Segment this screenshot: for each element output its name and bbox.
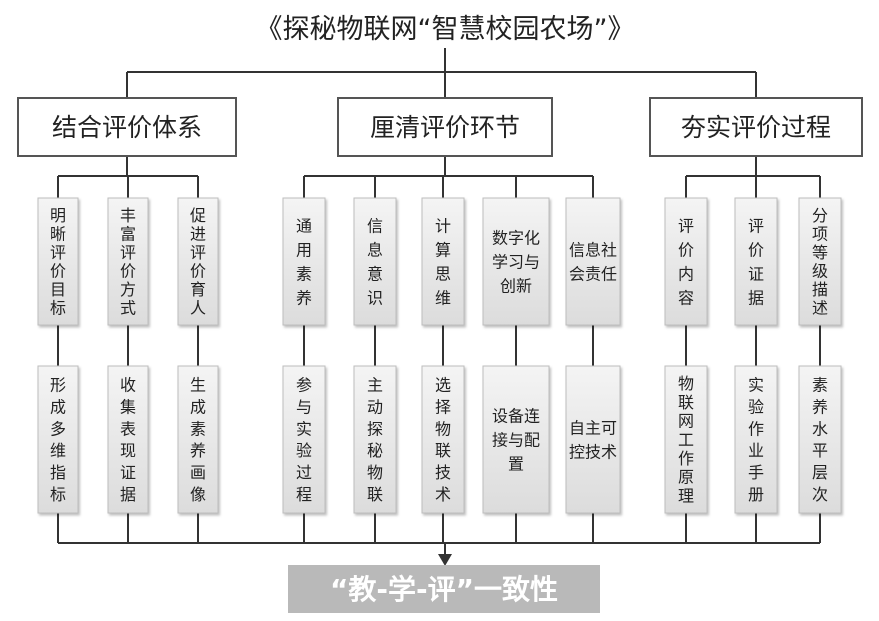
lower-item-label: 收集表现证据 [120, 376, 136, 504]
upper-item-label: 评价证据 [748, 216, 764, 307]
lower-item-label: 自主可控技术 [569, 418, 617, 461]
upper-item-label: 信息社会责任 [569, 240, 617, 283]
lower-item-box [664, 365, 708, 514]
group-header-label: 厘清评价环节 [370, 113, 520, 142]
upper-item-box [798, 197, 842, 326]
lower-item-label: 素养水平层次 [812, 376, 828, 504]
upper-item-box [565, 197, 621, 326]
lower-item-label: 实验作业手册 [748, 376, 764, 504]
connector-lines [57, 48, 821, 566]
lower-item-box [734, 365, 778, 514]
lower-item-box [282, 365, 326, 514]
upper-item-label: 促进评价育人 [190, 206, 206, 318]
footer-banner [288, 565, 600, 613]
lower-item-box [798, 365, 842, 514]
upper-item-label: 分项等级描述 [812, 206, 828, 318]
upper-item-label: 信息意识 [367, 216, 383, 307]
lower-item-box [353, 365, 397, 514]
diagram-title: 《探秘物联网“智慧校园农场”》 [256, 14, 635, 45]
lower-item-box [421, 365, 465, 514]
lower-item-label: 生成素养画像 [190, 376, 206, 504]
lower-item-box [107, 365, 149, 514]
lower-item-label: 形成多维指标 [50, 376, 66, 504]
upper-item-box [282, 197, 326, 326]
lower-item-label: 选择物联技术 [435, 376, 451, 504]
footer-label: “教-学-评”一致性 [330, 573, 558, 606]
upper-item-box [664, 197, 708, 326]
lower-item-label: 设备连接与配置 [492, 406, 540, 473]
upper-item-box [177, 197, 219, 326]
upper-item-label: 通用素养 [296, 216, 312, 307]
lower-item-box [565, 365, 621, 514]
upper-item-box [37, 197, 79, 326]
lower-item-box [177, 365, 219, 514]
group-header-label: 结合评价体系 [52, 113, 202, 142]
lower-item-box [37, 365, 79, 514]
lower-item-label: 参与实验过程 [296, 376, 312, 504]
upper-item-label: 丰富评价方式 [120, 206, 136, 318]
upper-item-box [107, 197, 149, 326]
upper-item-box [482, 197, 550, 326]
group-header-label: 夯实评价过程 [681, 113, 831, 142]
upper-item-box [421, 197, 465, 326]
upper-item-label: 明晰评价目标 [50, 206, 66, 318]
lower-item-box [482, 365, 550, 514]
lower-item-label: 物联网工作原理 [678, 374, 694, 505]
footer-arrow-head [438, 554, 452, 566]
upper-item-box [353, 197, 397, 326]
group-header-box [17, 97, 237, 157]
group-header-box [649, 97, 863, 157]
upper-item-label: 评价内容 [678, 216, 694, 307]
upper-item-label: 计算思维 [435, 216, 451, 307]
upper-item-box [734, 197, 778, 326]
group-header-box [337, 97, 553, 157]
lower-item-label: 主动探秘物联 [367, 376, 383, 504]
upper-item-label: 数字化学习与创新 [492, 228, 540, 295]
